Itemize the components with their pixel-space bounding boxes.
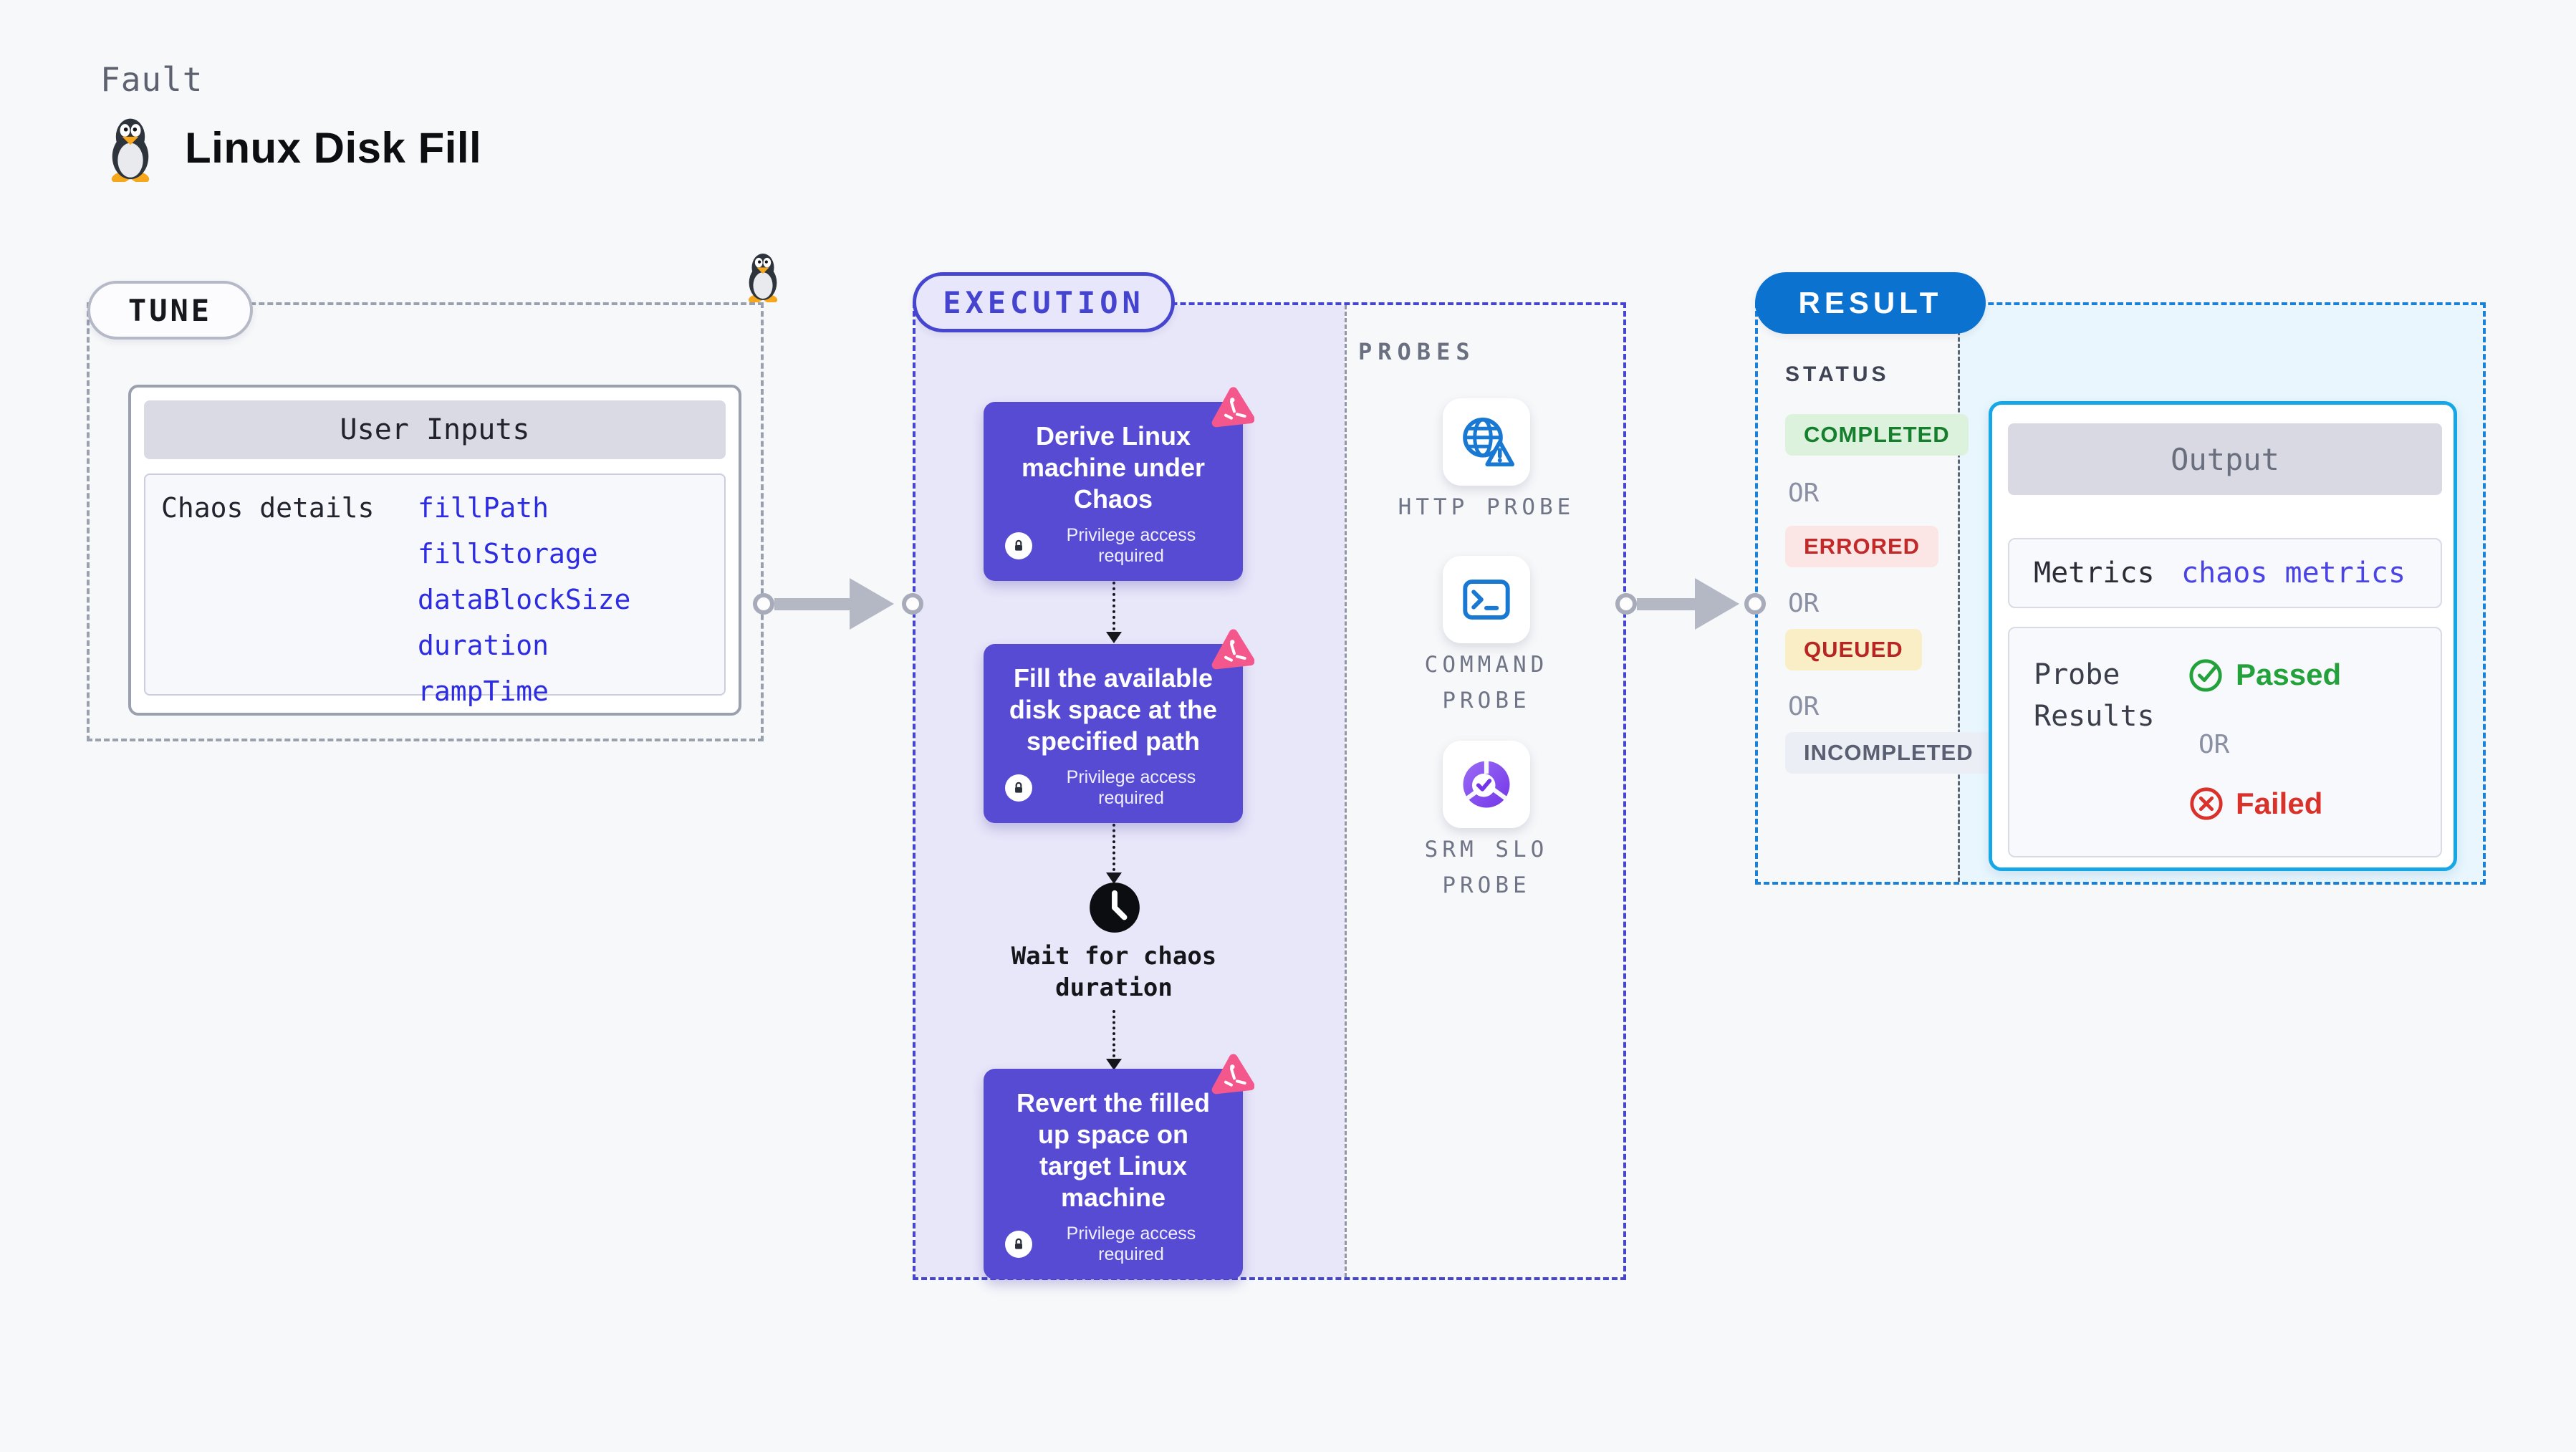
privilege-label: Privilege access required [1066,524,1196,566]
connector-2 [1112,779,1115,871]
status-badge-queued: QUEUED [1785,629,1922,670]
connector-3 [1112,1010,1115,1057]
node-title: Fill the available disk space at the spe… [1009,663,1218,756]
user-inputs-header: User Inputs [144,400,726,459]
node-title: Revert the filled up space on target Lin… [1016,1088,1211,1212]
arrow-probes-result [1637,598,1698,610]
status-badge-errored: ERRORED [1785,526,1939,567]
tune-label: TUNE [128,292,213,328]
linux-tux-icon [111,118,150,182]
param-fillpath: fillPath [418,492,549,524]
param-ramptime: rampTime [418,675,549,707]
chaos-metrics-link[interactable]: chaos metrics [2181,557,2406,590]
execution-label: EXECUTION [943,284,1145,320]
probes-title: PROBES [1358,338,1476,365]
tune-section-pill: TUNE [87,281,253,340]
connector-1-arrow [1106,632,1122,643]
user-inputs-body: Chaos details fillPath fillStorage dataB… [144,473,726,707]
privilege-row: Privilege access required [1005,767,1221,809]
arrow-probes-result-head [1695,578,1739,630]
tune-out-connector [753,593,774,615]
result-section: RESULT STATUS COMPLETED OR ERRORED OR QU… [1755,272,2486,885]
or-separator: OR [1788,692,1820,721]
page-title: Linux Disk Fill [185,123,482,172]
lock-icon [1005,1230,1032,1258]
chaos-experiment-icon [1211,1054,1254,1095]
output-card: Output Metrics chaos metrics Probe Resul… [1989,401,2457,871]
privilege-row: Privilege access required [1005,525,1221,567]
probe-label-command: COMMAND PROBE [1424,652,1549,713]
execution-in-connector [902,593,923,615]
probe-results-label: Probe Results [2034,658,2155,733]
probe-result-passed: Passed [2188,657,2341,693]
passed-check-icon [2189,659,2222,692]
chaos-experiment-icon [1211,387,1254,428]
param-duration: duration [418,630,549,661]
privilege-label: Privilege access required [1066,1223,1196,1264]
metrics-label: Metrics [2034,557,2155,590]
globe-alert-icon [1463,417,1515,467]
result-label: RESULT [1798,286,1943,319]
param-datablocksize: dataBlockSize [418,584,631,615]
or-separator: OR [1788,589,1820,618]
chaos-experiment-icon [1211,629,1254,670]
wait-clock-icon [1089,882,1140,933]
probes-out-connector [1615,593,1637,615]
flow-node-fill: Fill the available disk space at the spe… [984,629,1254,823]
privilege-label: Privilege access required [1066,766,1196,808]
lock-icon [1005,774,1032,802]
or-separator: OR [2198,730,2230,759]
lock-icon [1005,532,1032,559]
chaos-params-list: fillPath fillStorage dataBlockSize durat… [418,492,630,707]
node-title: Derive Linux machine under Chaos [1021,421,1206,514]
status-badge-completed: COMPLETED [1785,414,1969,456]
probe-card-http [1443,398,1530,486]
probe-label-srm-slo: SRM SLO PROBE [1424,837,1549,898]
probe-result-failed: Failed [2188,786,2322,822]
page-header: Linux Disk Fill [100,113,481,182]
arrow-tune-execution-head [850,578,894,630]
slo-donut-icon [1463,761,1510,808]
user-inputs-title: User Inputs [340,413,530,446]
chaos-details-label: Chaos details [161,492,375,524]
output-header: Output [2008,423,2442,495]
connector-3-arrow [1106,1059,1122,1070]
probes-divider [1345,305,1347,1277]
or-separator: OR [1788,479,1820,508]
linux-tux-corner-icon [748,254,778,302]
result-divider [1958,305,1960,882]
connector-1 [1112,536,1115,630]
failed-label: Failed [2236,787,2323,820]
passed-label: Passed [2236,658,2342,691]
param-fillstorage: fillStorage [418,538,598,569]
wait-step-label: Wait for chaos duration [1011,942,1217,1002]
probe-label-http: HTTP PROBE [1398,494,1575,520]
result-section-pill: RESULT [1755,272,1986,334]
output-title: Output [2171,441,2279,477]
tune-section: TUNE User Inputs Chaos details fillPath … [87,254,778,741]
arrow-tune-execution [774,598,853,610]
probe-card-srm-slo [1443,741,1530,828]
user-inputs-card: User Inputs Chaos details fillPath fillS… [128,385,741,716]
result-in-connector [1744,593,1766,615]
privilege-row: Privilege access required [1005,1223,1221,1265]
execution-section: EXECUTION Derive Linux machine under Cha… [913,272,1626,1280]
connector-2-arrow [1106,872,1122,884]
metrics-row: Metrics chaos metrics [2008,538,2442,608]
status-badge-incompleted: INCOMPLETED [1785,732,1992,774]
failed-cross-icon [2190,787,2223,820]
probe-card-command [1443,556,1530,643]
status-header: STATUS [1785,362,1890,386]
execution-section-pill: EXECUTION [913,272,1175,332]
terminal-icon [1463,580,1510,620]
flow-node-revert: Revert the filled up space on target Lin… [984,1054,1254,1279]
flow-node-derive: Derive Linux machine under Chaos Privile… [984,387,1254,581]
fault-kind-label: Fault [100,60,203,99]
probe-results-row: Probe Results Passed OR Failed [2008,627,2442,857]
